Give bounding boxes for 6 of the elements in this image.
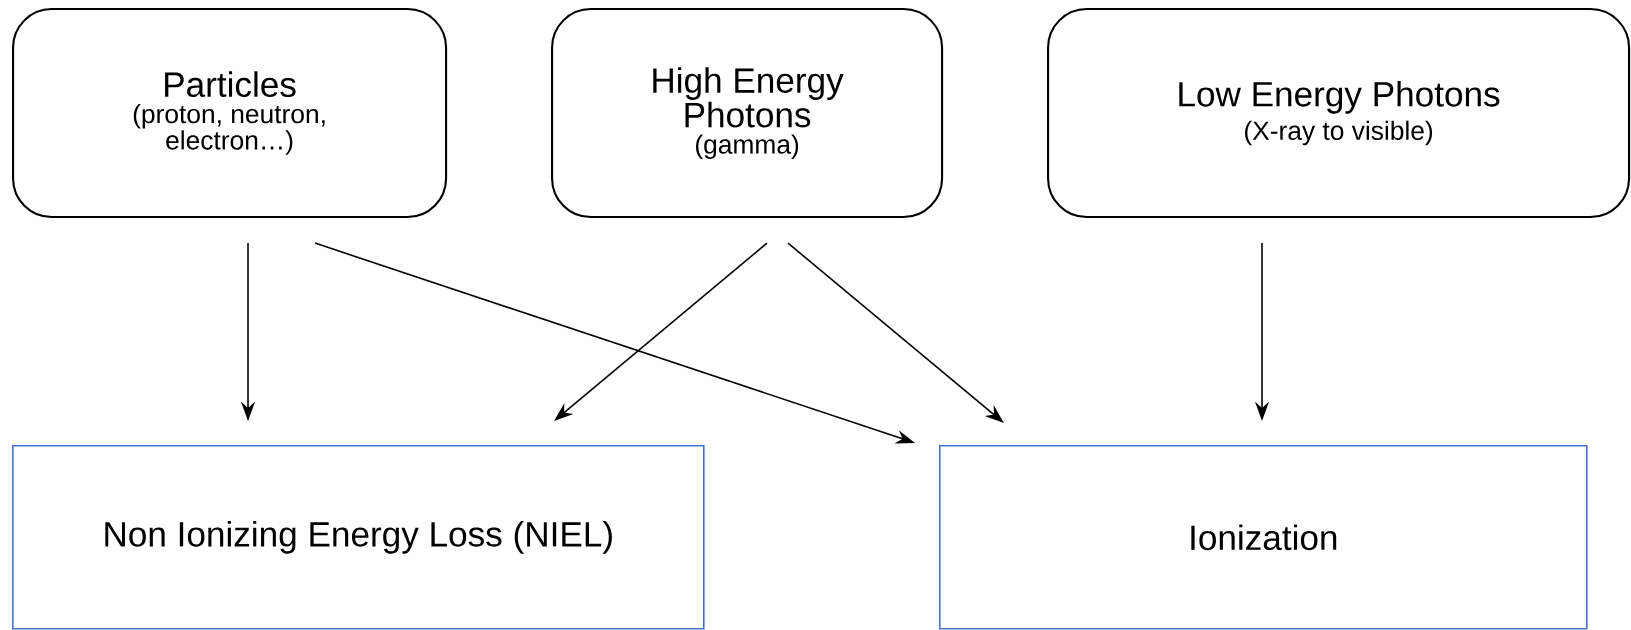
arrow [787,242,1004,423]
rounded-box: Low Energy Photons (X-ray to visible) [1047,8,1631,219]
rounded-box: High Energy Photons (gamma) [551,8,944,219]
text-box: Ionization [939,445,1588,630]
text-box: Non Ionizing Energy Loss (NIEL) [12,445,705,630]
rounded-box: Particles (proton, neutron, electron…) [12,8,448,219]
